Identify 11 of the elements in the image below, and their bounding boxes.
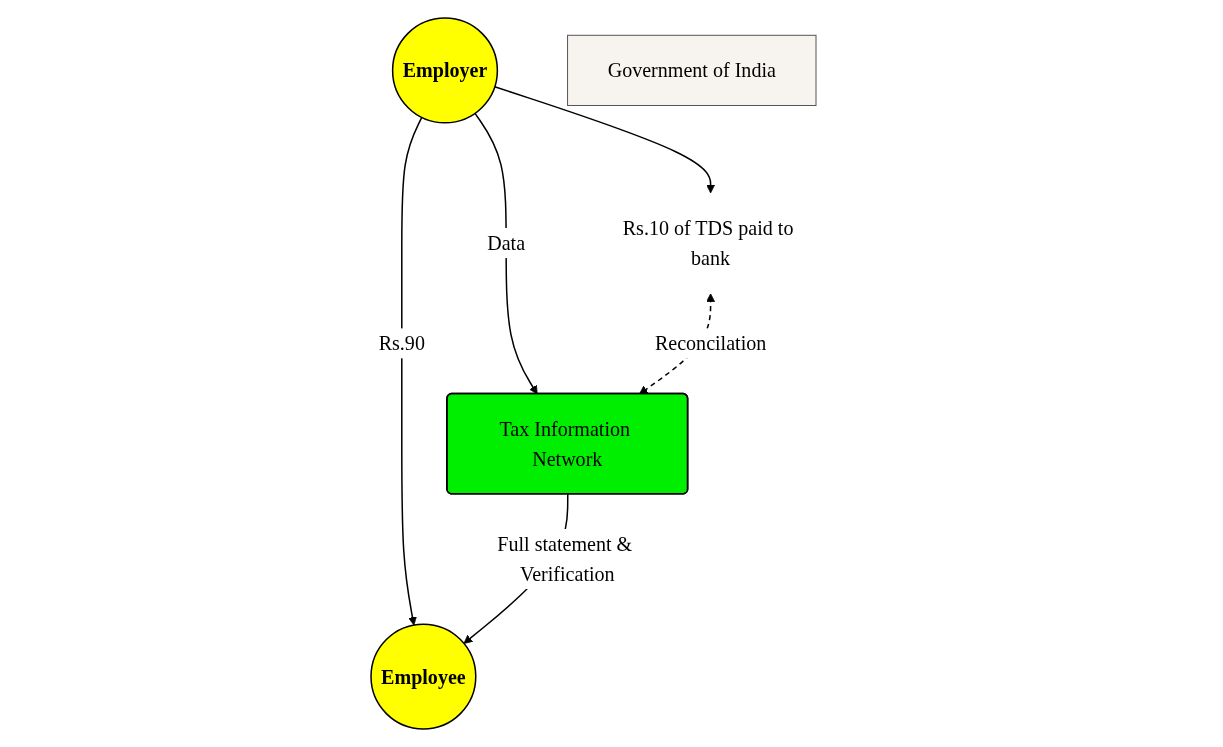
arrow (474, 112, 539, 395)
node-text: Rs.10 of TDS paid to bank (623, 217, 794, 270)
arrow (401, 116, 424, 626)
arrow (494, 86, 716, 194)
node-circle: Employer (392, 17, 499, 124)
edge-label: Rs.90 (379, 332, 426, 355)
node-box: Government of India (567, 34, 817, 106)
edge-label: Data (487, 232, 526, 255)
edge-label: Full statement & Verification (497, 532, 633, 586)
node-circle: Employee (370, 623, 477, 730)
edge-label: Reconcilation (655, 332, 767, 355)
